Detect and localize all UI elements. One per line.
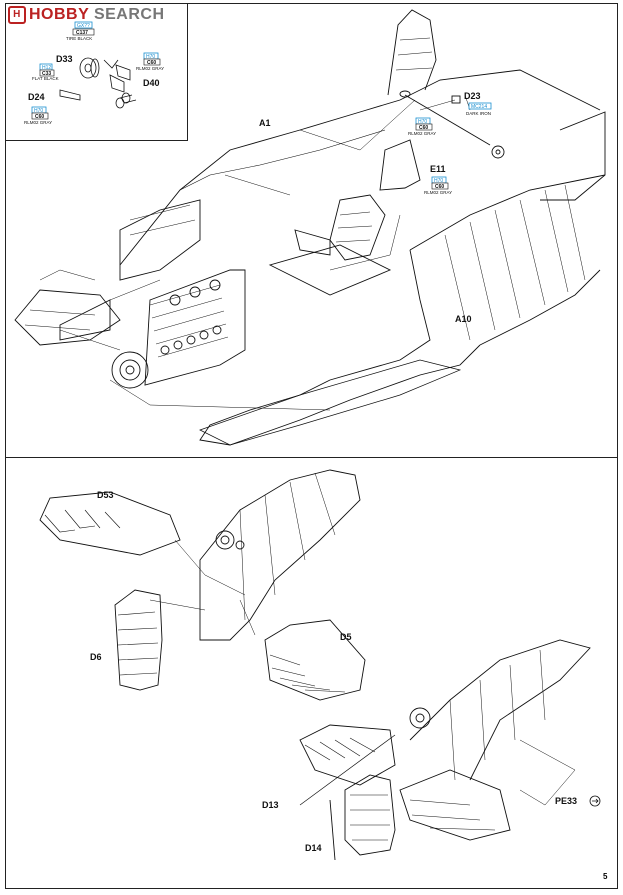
svg-text:H70: H70	[34, 108, 43, 114]
label-d40: D40	[143, 78, 160, 88]
svg-text:TIRE BLACK: TIRE BLACK	[66, 36, 92, 41]
callout-dark-iron: MC214 DARK IRON	[466, 102, 492, 116]
fuselage-spine-a1	[119, 69, 601, 266]
tail-fuselage-upper	[199, 469, 361, 641]
watermark-brand-1: HOBBY	[29, 6, 89, 24]
label-d5: D5	[340, 632, 352, 642]
label-d13: D13	[262, 800, 279, 810]
svg-text:DARK IRON: DARK IRON	[466, 111, 491, 116]
rear-fuselage	[540, 111, 606, 201]
watermark-brand-2: SEARCH	[89, 6, 165, 24]
tail-drawing	[39, 469, 591, 861]
callout-flat-black: H12 C33 FLAT BLACK	[32, 63, 59, 81]
label-pe33: PE33	[555, 796, 577, 806]
label-a1: A1	[259, 118, 271, 128]
detail-inset	[5, 3, 188, 141]
svg-text:C60: C60	[419, 125, 428, 131]
svg-text:RLM02 GRAY: RLM02 GRAY	[408, 131, 436, 136]
svg-text:RLM02 GRAY: RLM02 GRAY	[424, 190, 452, 195]
inset-drawing	[59, 57, 137, 109]
svg-text:C33: C33	[42, 71, 51, 77]
brand-logo-icon: H	[8, 6, 26, 24]
callout-rlm02-gray-e11: H70 C60 RLM02 GRAY	[424, 176, 452, 195]
cockpit-floor	[268, 244, 392, 296]
pilot-seat	[329, 194, 386, 261]
tail-fin	[387, 9, 437, 96]
svg-text:GX??: GX??	[77, 23, 90, 29]
label-d23: D23	[464, 91, 481, 101]
svg-text:C60: C60	[435, 184, 444, 190]
elevator-d5	[264, 619, 366, 701]
svg-text:H70: H70	[434, 178, 443, 184]
label-d6: D6	[90, 652, 102, 662]
label-a10: A10	[455, 314, 472, 324]
fuselage-lower-a10	[409, 174, 606, 251]
callout-rlm02-gray-d24: H70 C60 RLM02 GRAY	[24, 106, 52, 125]
svg-text:H70: H70	[418, 119, 427, 125]
page-number: 5	[603, 872, 608, 881]
svg-text:C60: C60	[147, 60, 156, 66]
callout-rlm02-gray-a1: H70 C60 RLM02 GRAY	[408, 117, 436, 136]
svg-text:H12: H12	[42, 65, 51, 71]
svg-text:RLM02 GRAY: RLM02 GRAY	[136, 66, 164, 71]
tail-wheel-strut	[404, 94, 491, 146]
label-e11: E11	[430, 164, 446, 174]
stabilizer-d53	[39, 491, 181, 556]
tail-leader-lines	[149, 539, 576, 806]
callout-tire-black: GX?? C137 TIRE BLACK	[66, 21, 95, 41]
rudder-d14	[344, 774, 396, 856]
engine	[111, 269, 246, 389]
rudder-d6	[114, 589, 163, 691]
fuselage-drawing	[14, 9, 606, 446]
svg-text:RLM02 GRAY: RLM02 GRAY	[24, 120, 52, 125]
armor-plate-e11	[379, 139, 421, 191]
svg-text:C137: C137	[76, 30, 88, 36]
step-divider	[5, 457, 618, 458]
svg-text:H70: H70	[146, 54, 155, 60]
callout-rlm02-gray-d40: H70 C60 RLM02 GRAY	[136, 52, 164, 71]
svg-text:MC214: MC214	[471, 104, 487, 110]
label-d24: D24	[28, 92, 45, 102]
tail-fuselage-lower	[409, 639, 591, 781]
svg-text:FLAT BLACK: FLAT BLACK	[32, 76, 59, 81]
instruction-frame	[5, 3, 618, 889]
label-d33: D33	[56, 54, 73, 64]
leader-lines	[39, 94, 471, 411]
pe33-arrow-icon	[589, 795, 601, 807]
label-d14: D14	[305, 843, 322, 853]
label-d53: D53	[97, 490, 114, 500]
svg-text:C60: C60	[35, 114, 44, 120]
